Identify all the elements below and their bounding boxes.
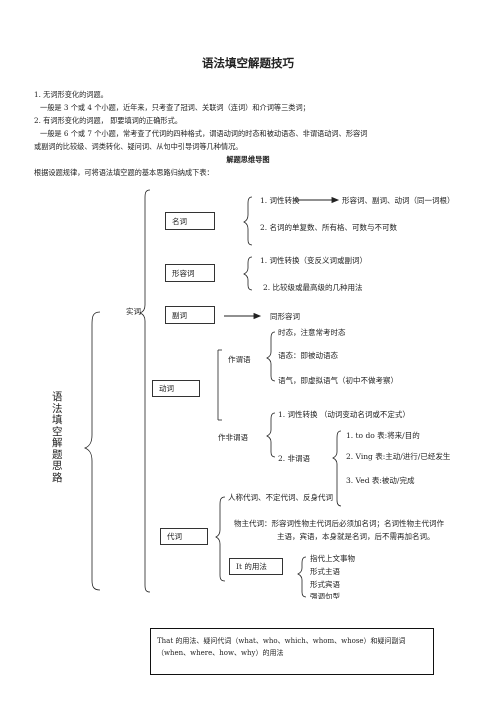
predicate-item-2: 语态：即被动语态 <box>278 351 338 360</box>
verb-box: 动词 <box>152 380 200 397</box>
noun-item-1: 1. 词性转换 <box>260 196 300 205</box>
root-brace <box>83 311 101 591</box>
adj-label: 形容词 <box>172 268 195 278</box>
intro-p2-body-1: 一般是 6 个或 7 个小题，常考查了代词的四种格式，谓语动词的时态和被动语态、… <box>40 129 368 138</box>
adv-label: 副词 <box>172 310 187 320</box>
it-item-3: 形式宾语 <box>310 580 340 589</box>
adj-item-1: 1. 词性转换（变反义词或副词） <box>260 256 368 265</box>
intro-p1-heading: 1. 无词形变化的词题。 <box>34 90 108 99</box>
verb-label: 动词 <box>159 384 174 393</box>
it-usage-box: It 的用法 <box>229 558 283 575</box>
it-item-1: 指代上文事物 <box>310 554 355 563</box>
it-usage-label: It 的用法 <box>236 562 267 571</box>
noun-box: 名词 <box>165 212 215 230</box>
nonpredicate-sub-brace <box>332 430 342 507</box>
nonpredicate-item-1: 1. 词性转换 （动词变动名词或不定式） <box>278 410 410 419</box>
bottom-note-box: That 的用法、疑问代词（what、who、which、whom、whose）… <box>150 628 434 675</box>
pronoun-box: 代词 <box>160 528 208 545</box>
noun-item-2: 2. 名词的单复数、所有格、可数与不可数 <box>260 223 398 232</box>
predicate-item-3: 语气，即虚拟语气（初中不做考察） <box>278 376 398 385</box>
it-item-4: 强调句型 <box>310 592 340 599</box>
root-label: 语法填空解题思路 <box>52 391 63 484</box>
noun-label: 名词 <box>172 216 187 226</box>
pronoun-brace <box>215 496 226 582</box>
pronoun-item-1: 人称代词、不定代词、反身代词 <box>228 493 333 502</box>
shici-brace <box>138 189 151 593</box>
predicate-label: 作谓语 <box>228 355 251 364</box>
adv-target: 同形容词 <box>270 312 300 321</box>
it-brace <box>297 556 307 598</box>
adj-item-2: 2. 比较级或最高级的几种用法 <box>263 283 363 292</box>
adv-arrow-head <box>253 312 262 320</box>
nonpredicate-sub-2: 2. Ving 表:主动/进行/已经发生 <box>346 452 451 461</box>
adj-brace <box>243 256 253 291</box>
adv-box: 副词 <box>165 306 215 324</box>
adj-box: 形容词 <box>165 264 215 282</box>
pronoun-label: 代词 <box>167 532 182 541</box>
intro-p2-body-2: 或副词的比较级、词类转化、疑问词、从句中引导词等几种情况。 <box>34 142 243 151</box>
nonpredicate-sub-3: 3. Ved 表:被动/完成 <box>346 476 415 485</box>
intro-p1-body: 一般是 3 个或 4 个小题，近年来，只考查了冠词、关联词（连词）和介词等三类词… <box>40 103 310 112</box>
nonpredicate-brace <box>266 412 276 458</box>
pronoun-item-2-line-1: 物主代词：形容词性物主代词后必须加名词；名词性物主代词作 <box>234 519 444 528</box>
noun-brace <box>243 196 253 246</box>
noun-item-1-target: 形容词、副词、动词（同一词根） <box>342 196 455 205</box>
nonpredicate-sub-1: 1. to do 表:将来/目的 <box>346 431 420 440</box>
nonpredicate-item-2: 2. 非谓语 <box>278 454 311 463</box>
intro-lead: 根据设题规律，可将语法填空题的基本思路归纳成下表： <box>34 168 214 177</box>
noun-arrow-head <box>331 196 340 204</box>
predicate-brace <box>266 331 276 382</box>
mindmap-subheading: 解题思维导图 <box>226 155 270 164</box>
page-title: 语法填空解题技巧 <box>202 56 294 70</box>
shici-label: 实词 <box>126 307 141 316</box>
it-item-2: 形式主语 <box>310 567 340 576</box>
intro-p2-heading: 2. 有词形变化的词题， 即要填词的正确形式。 <box>34 116 182 125</box>
bottom-note-text: That 的用法、疑问代词（what、who、which、whom、whose）… <box>157 637 406 657</box>
pronoun-item-2-line-2: 主语，宾语，本身就是名词，后不需再加名词。 <box>277 532 435 541</box>
nonpredicate-label: 作非谓语 <box>218 433 248 442</box>
predicate-item-1: 时态，注意常考时态 <box>278 328 346 337</box>
